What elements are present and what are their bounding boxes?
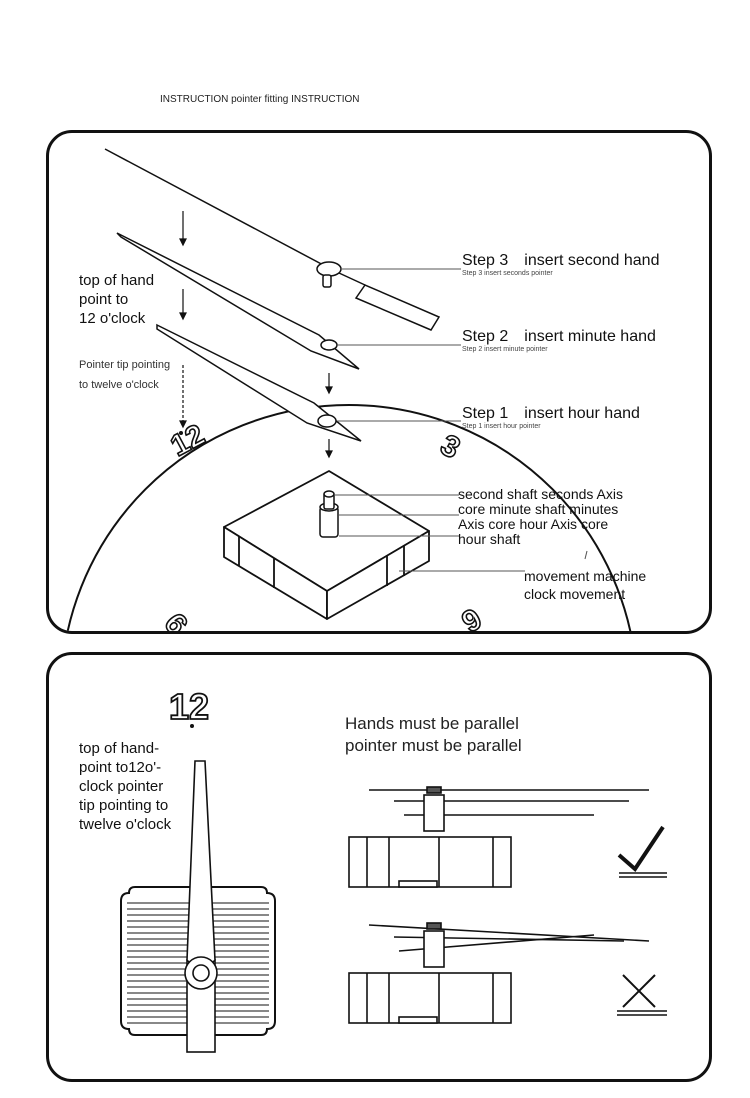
parallel-hands-panel: 12	[46, 652, 712, 1082]
leader-lines	[334, 268, 588, 572]
parallel-note: Hands must be parallel pointer must be p…	[345, 714, 522, 755]
movement-labels: movement machine clock movement	[524, 568, 647, 602]
step-2: Step 2 insert minute hand Step 2 insert m…	[462, 328, 656, 353]
step-1-label: Step 1	[462, 405, 509, 422]
wrong-example	[348, 922, 650, 1024]
step-2-label: Step 2	[462, 328, 509, 345]
step-1-title: insert hour hand	[524, 405, 640, 422]
hand-fitting-steps-panel: 12 3 9 6	[46, 130, 712, 634]
movement-shaft	[319, 490, 339, 538]
step-1: Step 1 insert hour hand Step 1 insert hou…	[462, 405, 640, 430]
top-of-hand-note-2: top of hand- point to12o'- clock pointer…	[79, 740, 172, 833]
top-of-hand-note: top of hand point to 12 o'clock	[79, 272, 155, 327]
step-3: Step 3 insert second hand Step 3 insert s…	[462, 252, 659, 277]
dial-number-12: 12	[165, 418, 210, 463]
step-2-title: insert minute hand	[524, 328, 656, 345]
instruction-header: INSTRUCTION pointer fitting INSTRUCTION	[160, 94, 360, 105]
hand-fitting-illustration: 12 3 9 6	[66, 148, 632, 631]
cross-mark-icon	[617, 974, 667, 1016]
dial-number-3: 3	[435, 428, 465, 465]
shaft-labels: second shaft seconds Axis core minute sh…	[458, 486, 623, 547]
parallel-illustration: 12	[120, 685, 667, 1053]
step-3-subtitle: Step 3 insert seconds pointer	[462, 270, 553, 277]
step-1-subtitle: Step 1 insert hour pointer	[462, 423, 541, 430]
second-hand	[104, 148, 441, 331]
step-3-title: insert second hand	[524, 252, 660, 269]
clock-dial-outline	[66, 404, 632, 631]
step-2-subtitle: Step 2 insert minute pointer	[462, 346, 548, 353]
step-3-label: Step 3	[462, 252, 509, 269]
assembly-arrows	[179, 211, 333, 459]
pointer-top-view	[184, 760, 218, 1053]
dial-number-9: 9	[159, 606, 195, 631]
number-12-marker: 12	[169, 686, 209, 727]
hour-hand	[156, 323, 362, 442]
check-mark-icon	[617, 825, 667, 878]
pointer-tip-note: Pointer tip pointing to twelve o'clock	[79, 359, 171, 391]
minute-hand	[116, 232, 360, 370]
dial-number-6: 6	[456, 601, 487, 631]
correct-example	[348, 786, 649, 888]
